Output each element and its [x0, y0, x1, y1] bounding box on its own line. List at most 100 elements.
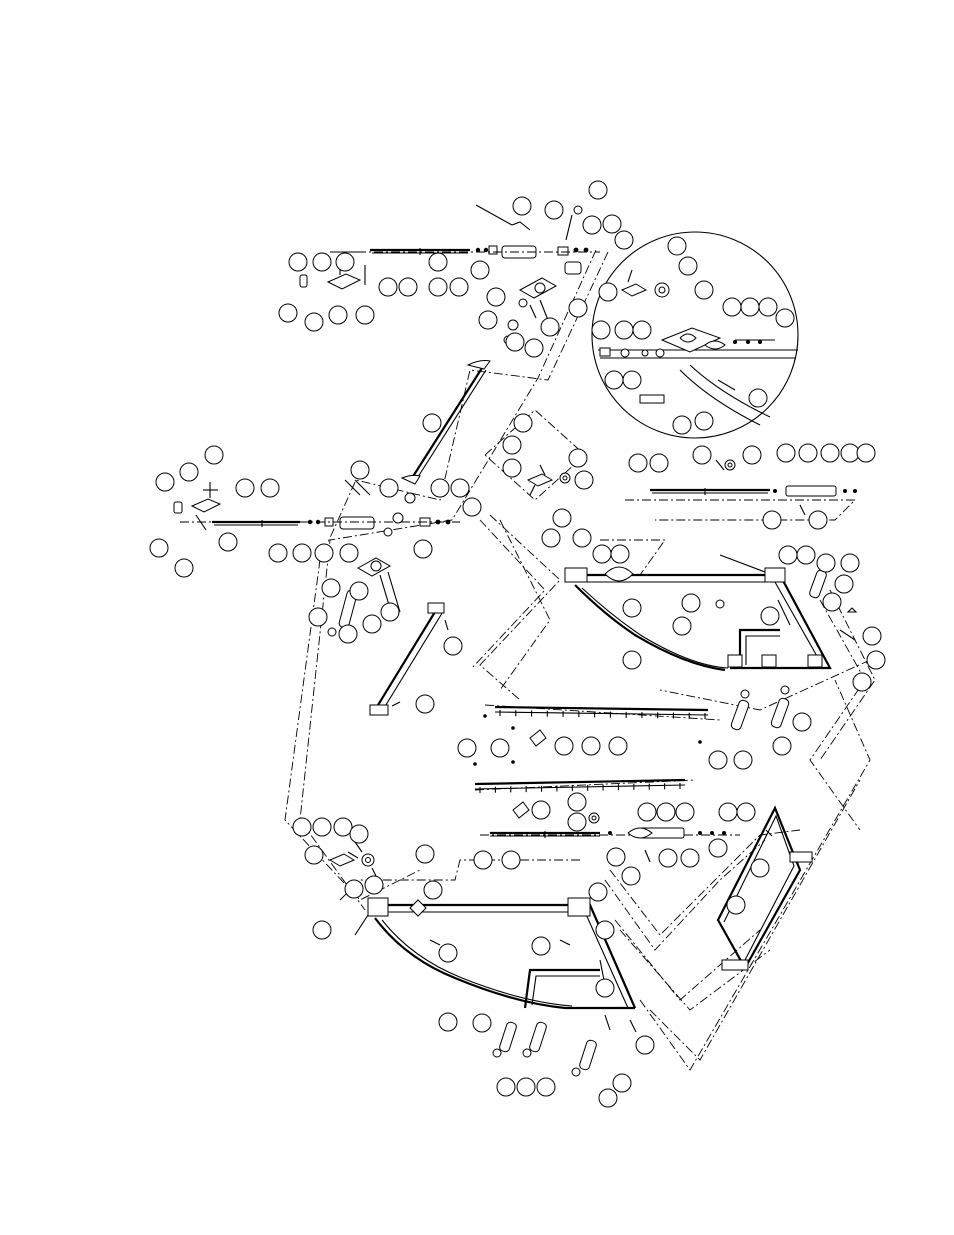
callout-balloon [709, 839, 727, 857]
callout-balloon [863, 627, 881, 645]
callout-balloon [589, 181, 607, 199]
lower-left-pivot [330, 842, 376, 876]
callout-balloon [599, 1089, 617, 1107]
callout-balloon [611, 545, 629, 563]
callout-balloon [416, 695, 434, 713]
callout-balloon [821, 444, 839, 462]
callout-balloon [555, 737, 573, 755]
callout-balloon [695, 281, 713, 299]
callout-balloon [322, 579, 340, 597]
callout-balloon [545, 201, 563, 219]
callout-balloon [525, 339, 543, 357]
callout-balloon [261, 479, 279, 497]
callout-balloon [553, 509, 571, 527]
callout-balloon [350, 825, 368, 843]
callout-balloon [613, 1074, 631, 1092]
callout-balloon [615, 321, 633, 339]
callout-balloon [623, 371, 641, 389]
callout-balloon [491, 739, 509, 757]
callout-balloon [180, 463, 198, 481]
callout-balloon [592, 321, 610, 339]
callout-balloon [451, 479, 469, 497]
callout-balloon [679, 257, 697, 275]
callout-balloon [589, 883, 607, 901]
callout-balloon [799, 444, 817, 462]
callout-balloon [329, 306, 347, 324]
callout-balloon [414, 540, 432, 558]
callout-balloon [723, 298, 741, 316]
callout-balloon [429, 278, 447, 296]
callout-balloon [429, 253, 447, 271]
callout-balloon [439, 944, 457, 962]
callout-balloon [463, 498, 481, 516]
callout-balloon [593, 545, 611, 563]
assembly-guide-lines [285, 250, 875, 1070]
callout-balloon [423, 414, 441, 432]
callout-balloon [777, 444, 795, 462]
callout-balloon [416, 845, 434, 863]
callout-balloon [673, 416, 691, 434]
callout-balloon [444, 637, 462, 655]
callout-balloon [638, 803, 656, 821]
callout-balloon [473, 1014, 491, 1032]
callout-balloon [749, 389, 767, 407]
callout-balloon [305, 313, 323, 331]
callout-balloon [793, 713, 811, 731]
callout-balloon [150, 539, 168, 557]
callout-balloon [339, 625, 357, 643]
callout-balloon [867, 651, 885, 669]
callout-balloon [313, 253, 331, 271]
callout-balloon [682, 594, 700, 612]
callout-balloon [763, 511, 781, 529]
callout-balloon [313, 921, 331, 939]
callout-balloon [356, 306, 374, 324]
callout-balloon [219, 533, 237, 551]
callout-balloon [334, 818, 352, 836]
callout-balloon [279, 304, 297, 322]
callout-balloon [809, 511, 827, 529]
center-bracket-detail [528, 465, 570, 495]
callout-balloon [350, 582, 368, 600]
callout-balloon [582, 737, 600, 755]
callout-balloon [379, 278, 397, 296]
callout-balloon [502, 851, 520, 869]
callout-balloon [497, 1078, 515, 1096]
callout-balloon [734, 751, 752, 769]
callout-balloon [737, 803, 755, 821]
callout-balloon [773, 737, 791, 755]
callout-balloon [513, 197, 531, 215]
callout-balloon [537, 1078, 555, 1096]
callout-balloon [503, 436, 521, 454]
callout-balloons [150, 181, 885, 1107]
callout-balloon [568, 793, 586, 811]
callout-balloon [363, 615, 381, 633]
callout-balloon [532, 937, 550, 955]
callout-balloon [719, 803, 737, 821]
callout-balloon [709, 751, 727, 769]
callout-balloon [751, 859, 769, 877]
callout-balloon [609, 737, 627, 755]
callout-balloon [583, 216, 601, 234]
callout-balloon [676, 803, 694, 821]
left-channel-member [370, 603, 448, 715]
callout-balloon [659, 849, 677, 867]
callout-balloon [474, 851, 492, 869]
callout-balloon [650, 454, 668, 472]
callout-balloon [629, 454, 647, 472]
callout-balloon [759, 298, 777, 316]
callout-balloon [657, 803, 675, 821]
lower-main-frame [355, 898, 636, 1076]
callout-balloon [743, 446, 761, 464]
callout-balloon [205, 446, 223, 464]
callout-balloon [615, 231, 633, 249]
callout-balloon [471, 261, 489, 279]
callout-balloon [605, 371, 623, 389]
callout-balloon [517, 1078, 535, 1096]
callout-balloon [514, 414, 532, 432]
callout-balloon [380, 479, 398, 497]
callout-balloon [817, 554, 835, 572]
callout-balloon [673, 617, 691, 635]
callout-balloon [479, 311, 497, 329]
callout-balloon [450, 278, 468, 296]
